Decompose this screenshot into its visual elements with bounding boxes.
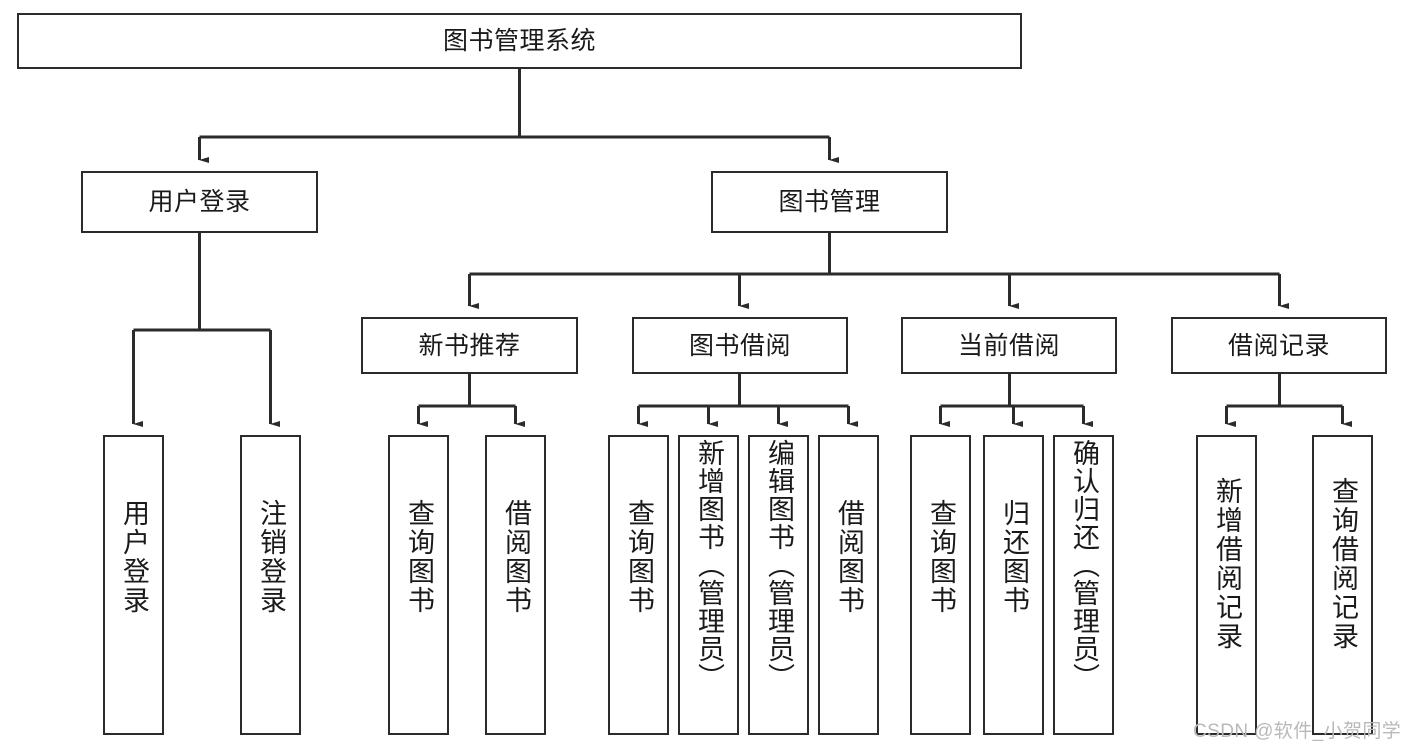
node-borrow-record-label: 借阅记录 — [1227, 331, 1330, 360]
node-book-borrow-label: 图书借阅 — [688, 331, 791, 360]
node-leaf-query-record[interactable]: 查询借阅记录 — [1312, 435, 1373, 735]
node-leaf-borrow-book-1-label: 借阅图书 — [501, 499, 531, 615]
edge-group-book-borrow — [637, 374, 858, 427]
node-leaf-borrow-book-2-label: 借阅图书 — [834, 499, 864, 615]
node-leaf-query-book-2[interactable]: 查询图书 — [608, 435, 669, 735]
node-leaf-query-book-2-label: 查询图书 — [624, 499, 654, 615]
node-root-system-label: 图书管理系统 — [442, 27, 596, 55]
node-leaf-edit-book[interactable]: 编辑图书（管理员） — [748, 435, 809, 735]
edge-group-borrow-record — [1225, 374, 1352, 427]
node-leaf-user-login-label: 用户登录 — [119, 499, 149, 615]
node-leaf-query-record-label: 查询借阅记录 — [1328, 477, 1358, 651]
node-leaf-add-book[interactable]: 新增图书（管理员） — [678, 435, 739, 735]
node-leaf-query-book-3[interactable]: 查询图书 — [910, 435, 971, 735]
edge-group-user-login — [132, 233, 280, 427]
edge-group-current-borrow — [939, 374, 1093, 427]
node-user-login-label: 用户登录 — [148, 188, 251, 216]
node-book-manage-label: 图书管理 — [778, 188, 881, 216]
node-leaf-query-book-1[interactable]: 查询图书 — [388, 435, 449, 735]
node-leaf-borrow-book-2[interactable]: 借阅图书 — [818, 435, 879, 735]
node-leaf-logout-label: 注销登录 — [256, 499, 286, 615]
node-leaf-confirm-return[interactable]: 确认归还（管理员） — [1053, 435, 1114, 735]
node-leaf-edit-book-label: 编辑图书（管理员） — [764, 439, 794, 691]
node-root-system[interactable]: 图书管理系统 — [17, 13, 1022, 69]
node-leaf-return-book[interactable]: 归还图书 — [983, 435, 1044, 735]
node-book-borrow[interactable]: 图书借阅 — [632, 317, 848, 374]
edge-group-root — [198, 69, 839, 163]
node-current-borrow-label: 当前借阅 — [957, 331, 1060, 360]
node-leaf-query-book-1-label: 查询图书 — [404, 499, 434, 615]
node-user-login[interactable]: 用户登录 — [81, 171, 318, 233]
node-leaf-add-record-label: 新增借阅记录 — [1212, 477, 1242, 651]
node-new-book-recommend[interactable]: 新书推荐 — [361, 317, 578, 374]
node-new-book-recommend-label: 新书推荐 — [418, 331, 521, 360]
node-leaf-logout[interactable]: 注销登录 — [240, 435, 301, 735]
node-leaf-query-book-3-label: 查询图书 — [926, 499, 956, 615]
node-borrow-record[interactable]: 借阅记录 — [1171, 317, 1387, 374]
node-leaf-user-login[interactable]: 用户登录 — [103, 435, 164, 735]
node-leaf-add-record[interactable]: 新增借阅记录 — [1196, 435, 1257, 735]
node-leaf-add-book-label: 新增图书（管理员） — [694, 439, 724, 691]
node-leaf-return-book-label: 归还图书 — [999, 499, 1029, 615]
node-book-manage[interactable]: 图书管理 — [711, 171, 948, 233]
edge-group-new-book-recommend — [417, 374, 525, 427]
edge-group-book-manage — [468, 233, 1289, 309]
node-current-borrow[interactable]: 当前借阅 — [901, 317, 1117, 374]
node-leaf-borrow-book-1[interactable]: 借阅图书 — [485, 435, 546, 735]
node-leaf-confirm-return-label: 确认归还（管理员） — [1069, 439, 1099, 691]
